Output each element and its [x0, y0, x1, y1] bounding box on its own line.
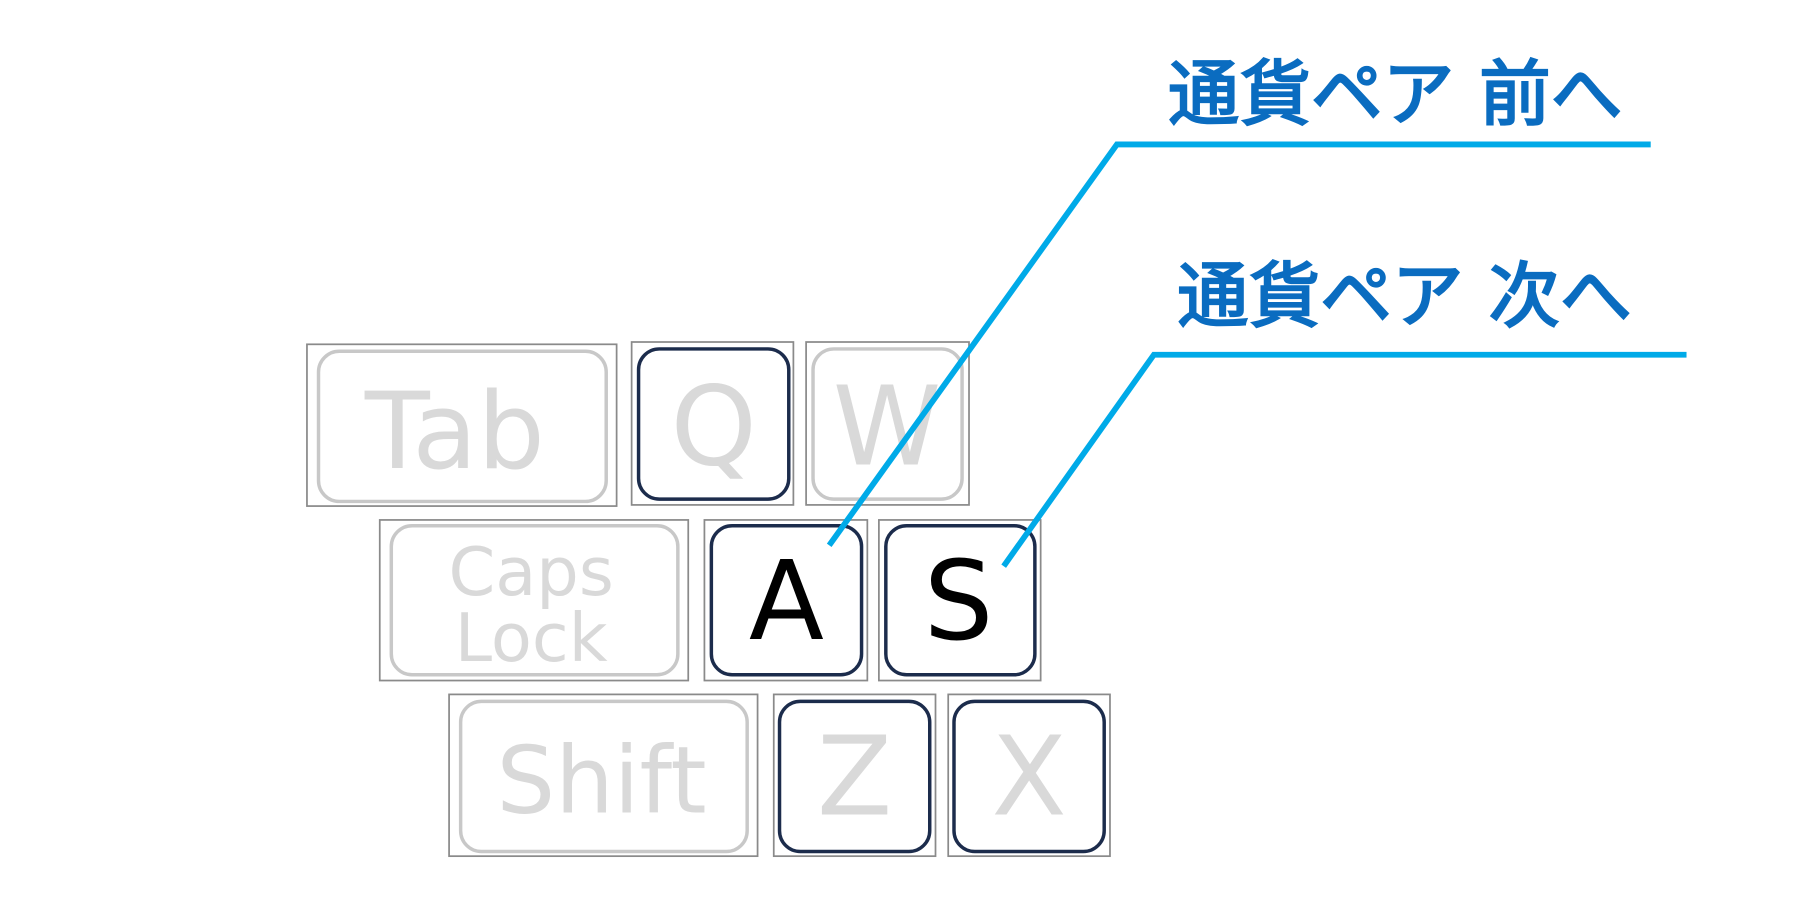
callout-label-next: 通貨ペア 次へ — [1177, 255, 1632, 338]
key-label: A — [749, 537, 824, 665]
callout-label-prev: 通貨ペア 前へ — [1168, 53, 1623, 136]
callout-line-next — [1001, 351, 1687, 568]
key-label: X — [992, 713, 1067, 841]
key-q: Q — [630, 341, 795, 506]
key-tab: Tab — [306, 343, 618, 507]
key-label: Caps — [448, 533, 613, 611]
key-x: X — [947, 693, 1111, 858]
callout-line-prev — [826, 141, 1651, 548]
key-label: Z — [817, 713, 892, 841]
key-label: Tab — [364, 370, 545, 494]
key-shift: Shift — [448, 693, 759, 858]
key-caps-lock: Caps Lock — [378, 519, 690, 682]
key-label: Q — [670, 362, 756, 490]
key-a: A — [703, 519, 869, 682]
key-label: Shift — [497, 726, 707, 834]
key-z: Z — [772, 693, 937, 858]
key-label: W — [833, 362, 942, 490]
key-label: S — [924, 537, 994, 665]
key-label: Lock — [455, 599, 608, 677]
key-s: S — [878, 519, 1042, 682]
key-w: W — [805, 341, 970, 506]
